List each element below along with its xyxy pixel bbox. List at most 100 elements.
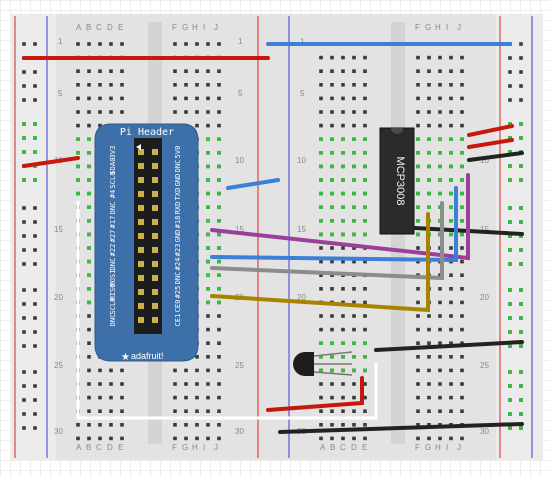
breadboard-hole [449, 300, 453, 305]
connected-rail-hole [519, 178, 523, 182]
breadboard-hole [109, 436, 113, 441]
breadboard-hole [184, 423, 188, 427]
breadboard-hole [427, 123, 431, 128]
connected-hole [217, 287, 221, 291]
rail-hole [33, 206, 37, 210]
breadboard-hole [341, 327, 345, 332]
breadboard-hole [87, 409, 91, 413]
connected-hole [217, 273, 221, 277]
connected-hole [217, 219, 221, 223]
connected-rail-hole [519, 248, 523, 252]
breadboard-hole [460, 110, 464, 114]
breadboard-hole [206, 327, 210, 332]
svg-text:5: 5 [238, 89, 243, 98]
wire-black-right-1[interactable] [467, 151, 524, 162]
breadboard-hole [319, 96, 323, 101]
connected-rail-hole [508, 412, 512, 416]
svg-text:30: 30 [480, 427, 489, 436]
breadboard-hole [427, 110, 431, 114]
breadboard-hole [438, 382, 442, 386]
breadboard-hole [330, 409, 334, 413]
breadboard-hole [217, 123, 221, 128]
breadboard-hole [427, 423, 431, 427]
breadboard-hole [319, 259, 323, 264]
breadboard-hole [416, 123, 420, 128]
connected-rail-hole [519, 262, 523, 266]
breadboard-hole [330, 69, 334, 73]
connected-hole [352, 355, 356, 359]
wire-purple[interactable] [210, 173, 470, 261]
connected-hole [319, 191, 323, 196]
connected-hole [352, 219, 356, 223]
gpio-pin [152, 233, 158, 239]
wire-blue-mid[interactable] [226, 178, 280, 190]
gpio-pin [138, 163, 144, 169]
connected-rail-hole [508, 206, 512, 210]
connected-rail-hole [508, 370, 512, 374]
wire-black-sensor[interactable] [374, 340, 524, 352]
connected-hole [87, 246, 91, 250]
brand-label: adafruit! [131, 351, 164, 361]
connected-hole [427, 178, 431, 182]
connected-hole [87, 178, 91, 182]
connected-rail-hole [519, 288, 523, 292]
breadboard-hole [319, 395, 323, 400]
breadboard-hole [438, 436, 442, 441]
breadboard-hole [120, 395, 124, 400]
wire-blue-long[interactable] [210, 186, 458, 263]
connected-hole [319, 137, 323, 141]
wire-red-right-1[interactable] [467, 124, 514, 137]
wire-red-bottom[interactable] [266, 376, 364, 412]
gpio-pin [138, 247, 144, 253]
breadboard-hole [352, 382, 356, 386]
rail-hole [33, 84, 37, 88]
breadboard-hole [330, 83, 334, 87]
breadboard-hole [330, 327, 334, 332]
breadboard-hole [319, 327, 323, 332]
breadboard-hole [341, 55, 345, 60]
connected-hole [438, 137, 442, 141]
breadboard-hole [363, 83, 367, 87]
breadboard-hole [416, 423, 420, 427]
wire-gray[interactable] [210, 201, 444, 281]
breadboard-hole [173, 423, 177, 427]
gpio-pin [152, 205, 158, 211]
breadboard-hole [217, 382, 221, 386]
connected-hole [206, 287, 210, 291]
breadboard-hole [341, 110, 345, 114]
connected-hole [206, 151, 210, 155]
breadboard-hole [98, 96, 102, 101]
rail-hole [22, 288, 26, 292]
rail-hole [519, 42, 523, 46]
rail-hole [33, 70, 37, 74]
breadboard-hole [438, 110, 442, 114]
connected-rail-hole [22, 178, 26, 182]
connected-hole [460, 191, 464, 196]
breadboard-hole [449, 246, 453, 250]
connected-hole [87, 287, 91, 291]
breadboard-hole [438, 368, 442, 373]
pi-right-pin-label: #25 [174, 286, 182, 299]
breadboard-hole [319, 273, 323, 277]
breadboard-hole [352, 300, 356, 305]
breadboard-hole [449, 409, 453, 413]
gpio-pin [152, 317, 158, 323]
connected-hole [87, 232, 91, 237]
wire-red-right-2[interactable] [467, 138, 514, 149]
connected-hole [416, 164, 420, 169]
wire-olive[interactable] [210, 212, 430, 313]
connected-hole [438, 191, 442, 196]
breadboard-hole [352, 287, 356, 291]
rail-hole [33, 262, 37, 266]
wire-red-left[interactable] [22, 156, 80, 168]
wire-white[interactable] [76, 200, 378, 420]
connected-hole [206, 246, 210, 250]
svg-text:10: 10 [235, 156, 244, 165]
connected-rail-hole [519, 302, 523, 306]
rail-hole [33, 398, 37, 402]
wire-black-bottom[interactable] [278, 422, 524, 434]
breadboard-hole [87, 436, 91, 441]
gpio-pin [138, 261, 144, 267]
connected-hole [416, 191, 420, 196]
breadboard-hole [449, 83, 453, 87]
